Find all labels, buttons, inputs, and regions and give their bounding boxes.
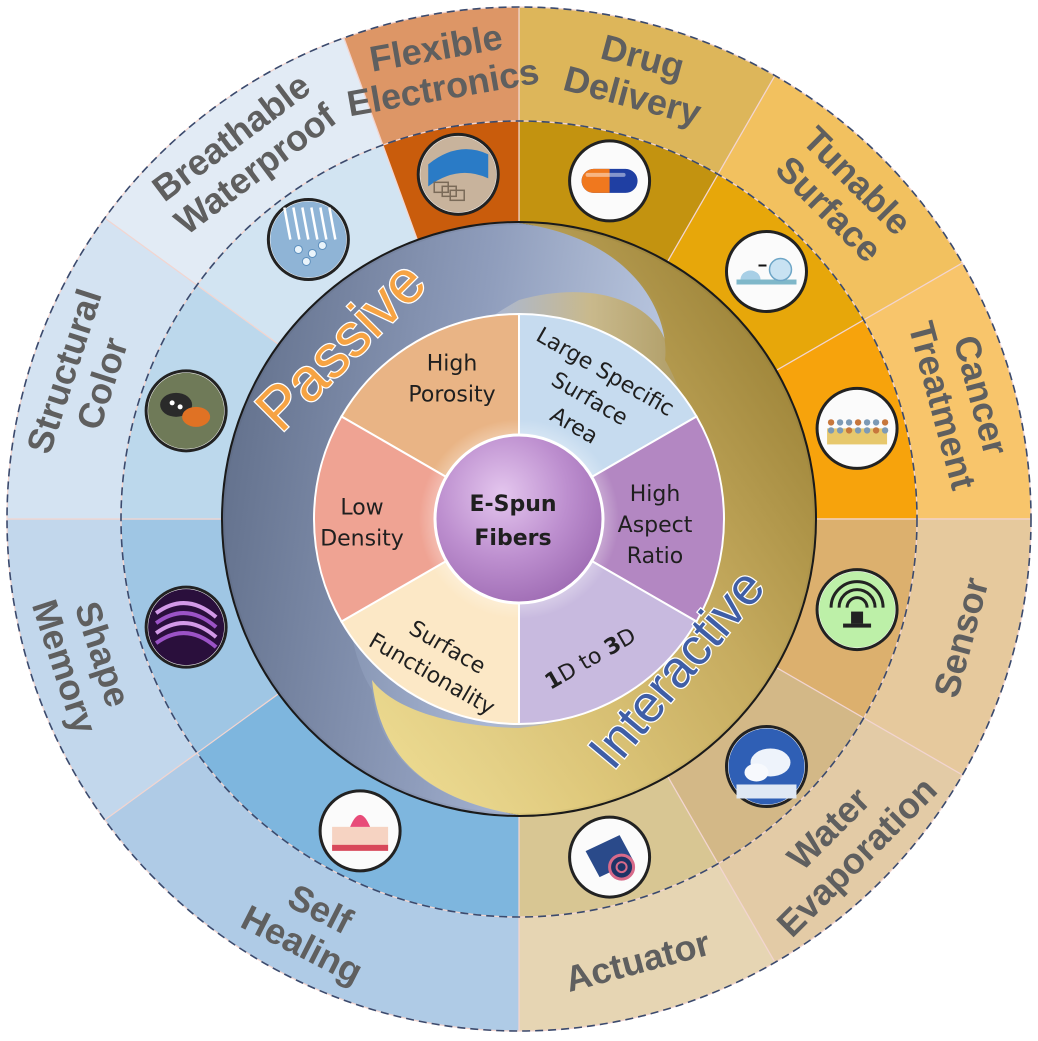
butterfly-icon [144,369,228,453]
passive-band [223,223,666,815]
interactive-band [372,223,815,815]
ring-dashed-outline-outer [6,6,1032,1032]
nanoparticle-icon [815,386,899,470]
rolled-film-icon [568,815,652,899]
water-droplets-icon [266,197,350,281]
application-icons [144,132,899,899]
ring-dashed-outline-middle [120,120,918,918]
steam-cloud-icon [724,724,808,808]
circuit-icon [416,132,500,216]
property-label-1d-to-3d: 1D to 3D [541,623,641,695]
skin-wound-icon [318,789,402,873]
capsule-icon [568,139,652,223]
droplet-surface-icon [724,230,808,314]
application-outer-ring [6,6,1032,1032]
center-disc [433,433,605,605]
center-label-line2: Fibers [474,526,551,551]
twisted-fabric-icon [144,585,228,669]
center-label-line1: E-Spun [469,492,556,517]
wireless-sensor-icon [815,568,899,652]
